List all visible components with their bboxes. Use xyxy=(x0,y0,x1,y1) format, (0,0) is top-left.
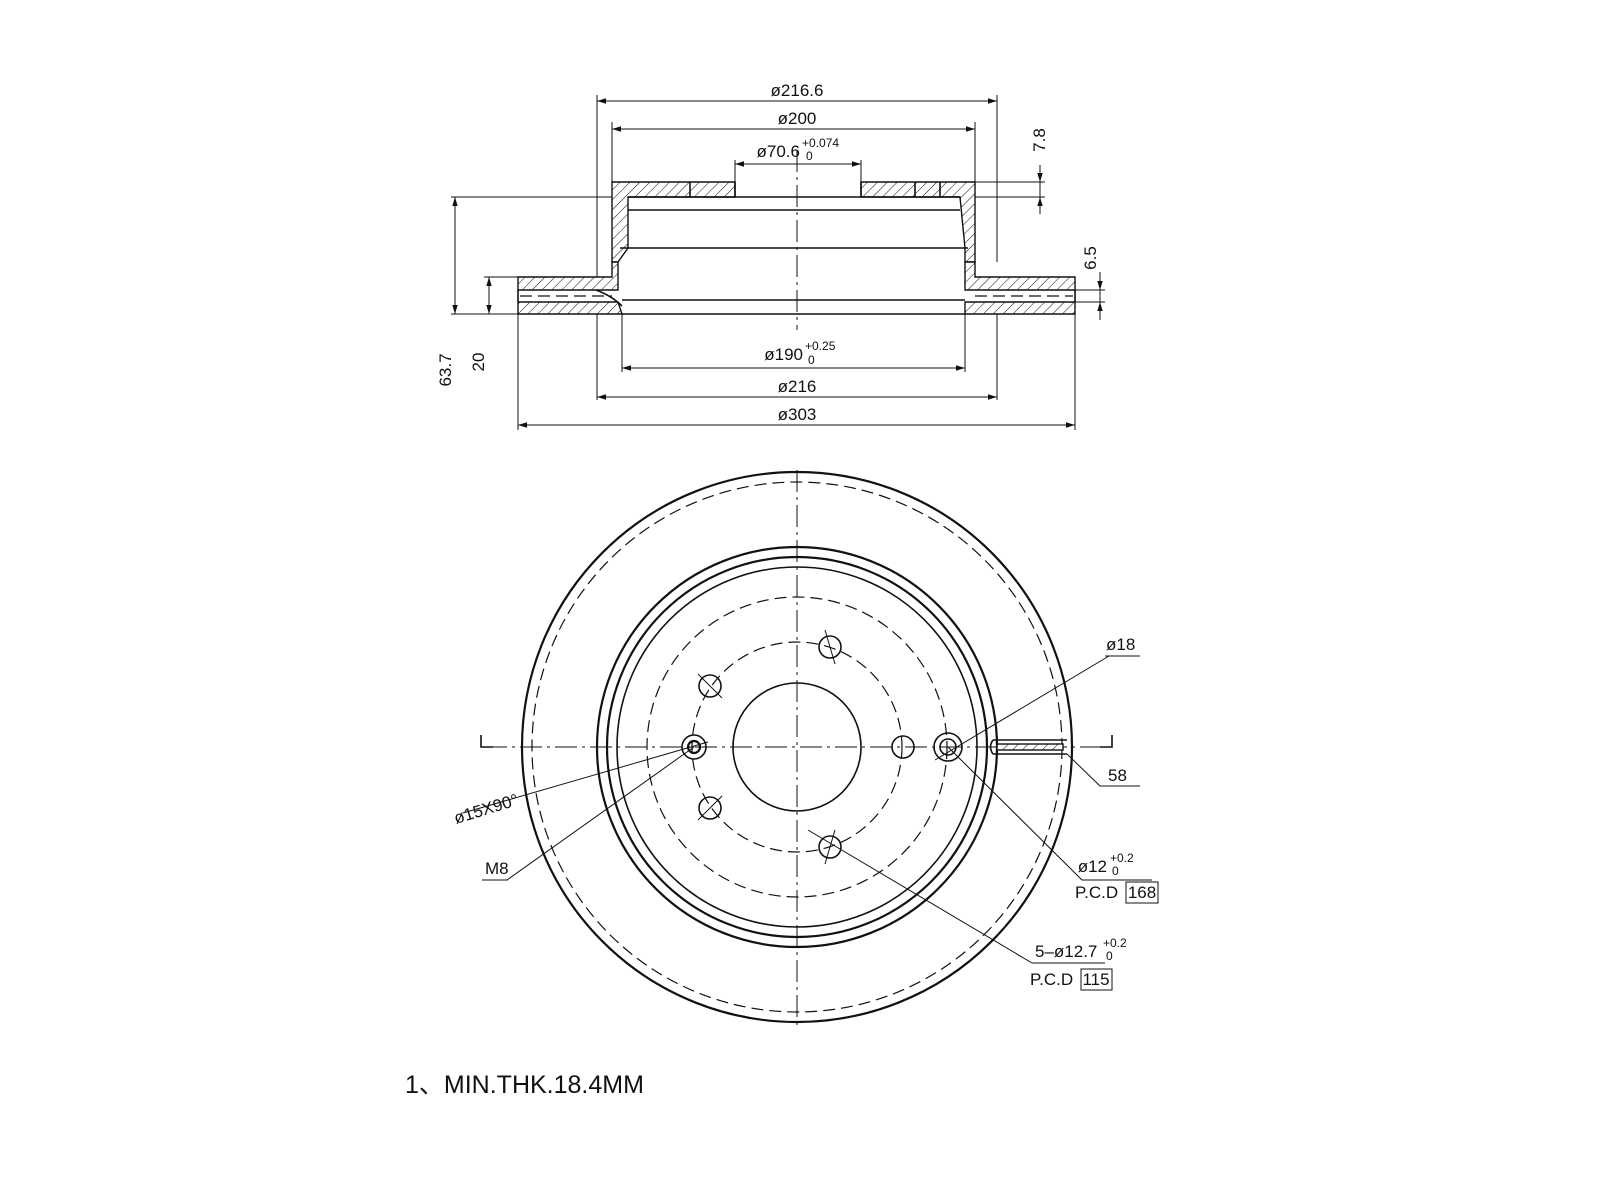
dim-height-20: 20 xyxy=(469,353,488,372)
section-marker-right xyxy=(1100,735,1113,748)
callout-diameter-18: ø18 xyxy=(1106,635,1135,654)
callout-chamfer-15x90: ø15X90° xyxy=(452,790,521,828)
threaded-hole-m8-inner xyxy=(686,739,702,755)
bolt-holes xyxy=(697,629,915,865)
dim-diameter-190-tolerance-lower: 0 xyxy=(808,353,815,367)
callout-width-58: 58 xyxy=(1108,766,1127,785)
outer-disc-edge xyxy=(520,470,1074,1024)
bolt-hole xyxy=(818,835,842,859)
callout-holes-tolerance-upper: +0.2 xyxy=(1103,936,1127,950)
dim-diameter-216-6: ø216.6 xyxy=(771,81,824,100)
callout-pcd-168-label: P.C.D xyxy=(1075,883,1118,902)
threaded-hole-m8 xyxy=(681,734,707,760)
dim-diameter-70-6-tolerance-lower: 0 xyxy=(806,149,813,163)
pcd-168-circle xyxy=(646,596,948,898)
locating-hole-outer xyxy=(933,732,963,762)
hat-outer-edge xyxy=(595,545,999,949)
callout-m8-thread: M8 xyxy=(485,859,509,878)
dim-height-6-5: 6.5 xyxy=(1081,246,1100,270)
bolt-hole xyxy=(698,796,722,820)
leader-lines xyxy=(462,655,1152,964)
callout-pcd-168-box xyxy=(1125,881,1159,904)
vent-section-slot xyxy=(989,739,1067,755)
callout-pcd-115-box xyxy=(1080,968,1113,991)
dim-diameter-200: ø200 xyxy=(778,109,817,128)
plan-view: ø18 ø15X90° M8 58 ø12 +0.2 0 P.C.D 168 5… xyxy=(452,470,1159,1030)
hat-outer-edge-inner xyxy=(605,555,989,939)
callout-diameter-12: ø12 xyxy=(1078,857,1107,876)
callout-pcd-115-label: P.C.D xyxy=(1030,970,1073,989)
section-hatching xyxy=(517,181,1076,315)
dim-diameter-70-6-tolerance-upper: +0.074 xyxy=(802,136,839,150)
callout-pcd-115-value: 115 xyxy=(1082,970,1109,989)
dim-diameter-70-6: ø70.6 xyxy=(757,142,800,161)
note-min-thickness: 1、MIN.THK.18.4MM xyxy=(405,1071,644,1099)
bolt-hole xyxy=(891,735,915,759)
callout-holes-tolerance-lower: 0 xyxy=(1106,949,1113,963)
callout-diameter-12-tolerance-upper: +0.2 xyxy=(1110,851,1134,865)
section-marker-left xyxy=(480,735,493,748)
center-bore xyxy=(732,682,862,812)
dim-diameter-303: ø303 xyxy=(778,405,817,424)
section-view: ø216.6 ø200 ø70.6 +0.074 0 7.8 6.5 ø190 … xyxy=(436,81,1105,430)
dim-diameter-190-tolerance-upper: +0.25 xyxy=(805,339,836,353)
dim-height-63-7: 63.7 xyxy=(436,353,455,386)
hat-inner-edge xyxy=(616,566,978,928)
dim-diameter-190: ø190 xyxy=(764,345,803,364)
section-outline xyxy=(517,182,1076,315)
bolt-hole xyxy=(698,674,722,698)
bolt-hole xyxy=(818,635,842,659)
dimension-lines xyxy=(452,98,1103,428)
dim-diameter-216: ø216 xyxy=(778,377,817,396)
callout-pcd-168-value: 168 xyxy=(1128,883,1156,902)
callout-diameter-12-tolerance-lower: 0 xyxy=(1112,864,1119,878)
dim-height-7-8: 7.8 xyxy=(1030,128,1049,152)
callout-holes-5x12-7: 5–ø12.7 xyxy=(1035,942,1097,961)
